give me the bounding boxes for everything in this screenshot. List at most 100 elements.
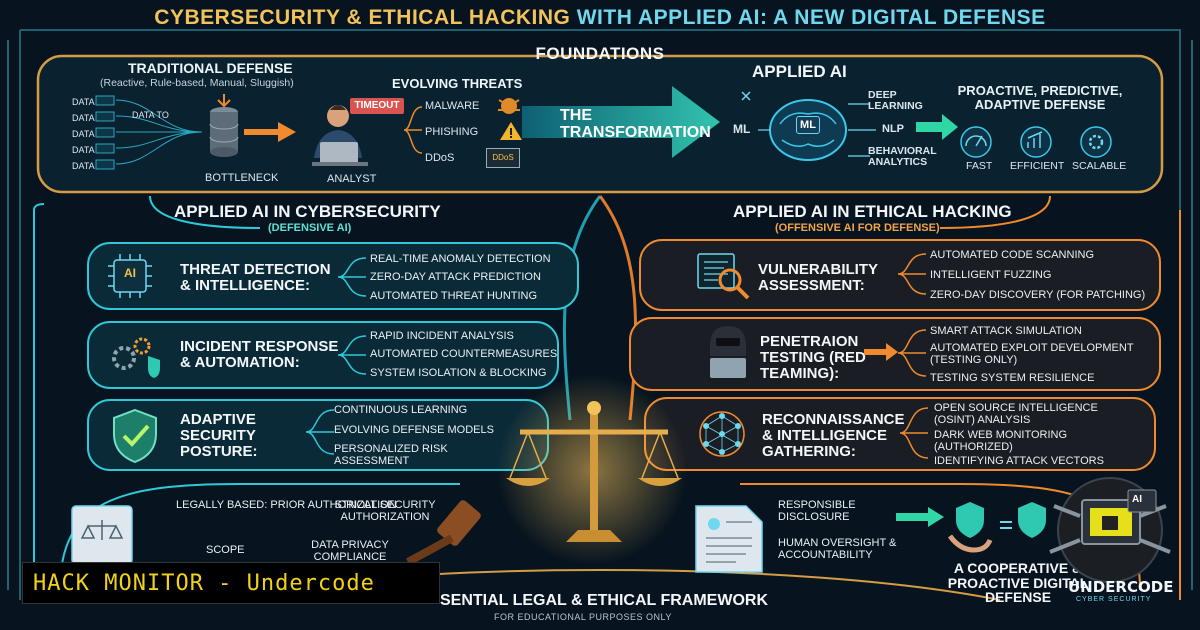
pentest-arrow-icon	[864, 343, 898, 361]
network-icon	[699, 411, 745, 457]
data-to-label: DATA TO	[132, 110, 169, 120]
data-label: DATA	[72, 129, 95, 139]
bullet: AUTOMATED COUNTERMEASURES	[370, 348, 558, 360]
bullet: PERSONALIZED RISK ASSESSMENT	[334, 443, 448, 467]
deep-learning-label: DEEP LEARNING	[868, 89, 923, 113]
bullet: IDENTIFYING ATTACK VECTORS	[934, 455, 1104, 467]
threat-detection-heading: THREAT DETECTION & INTELLIGENCE:	[180, 261, 331, 294]
defensive-subtitle: (DEFENSIVE AI)	[268, 222, 352, 234]
watermark-banner: HACK MONITOR - Undercode	[22, 562, 440, 604]
ai-chip-icon	[108, 254, 152, 298]
educational-disclaimer: FOR EDUCATIONAL PURPOSES ONLY	[494, 612, 672, 622]
legal-security-authorization: STNOLL SECURITY AUTHORIZATION	[334, 499, 436, 523]
applied-ai-title: APPLIED AI	[752, 62, 847, 81]
threat-phishing: PHISHING	[425, 126, 479, 138]
nlp-label: NLP	[882, 123, 904, 135]
proactive-fast: FAST	[966, 160, 993, 172]
legal-arrow-icon	[896, 507, 944, 527]
timeout-badge: TIMEOUT	[350, 98, 404, 114]
clipboard-icon	[71, 505, 133, 564]
bottleneck-label: BOTTLENECK	[205, 172, 279, 184]
proactive-efficient: EFFICIENT	[1010, 160, 1065, 172]
bracket-connector	[899, 407, 929, 459]
bracket-connector	[305, 409, 335, 455]
analyst-label: ANALYST	[327, 173, 377, 185]
pentest-heading: PENETRAION TESTING (RED TEAMING):	[760, 333, 866, 382]
bullet: OPEN SOURCE INTELLIGENCE (OSINT) ANALYSI…	[934, 402, 1098, 426]
recon-heading: RECONNAISSANCE & INTELLIGENCE GATHERING:	[762, 411, 905, 460]
legal-responsible-disclosure: RESPONSIBLE DISCLOSURE	[778, 499, 856, 523]
legal-data-privacy: DATA PRIVACY COMPLIANCE	[311, 539, 389, 563]
bullet: SMART ATTACK SIMULATION	[930, 325, 1082, 337]
analyst-icon	[312, 105, 368, 166]
magnifier-icon	[697, 253, 750, 300]
bracket-connector	[897, 329, 927, 377]
bullet: DARK WEB MONITORING (AUTHORIZED)	[934, 429, 1068, 453]
bullet: AUTOMATED THREAT HUNTING	[370, 290, 538, 302]
traditional-title: TRADITIONAL DEFENSE	[128, 60, 293, 76]
legal-scope: SCOPE	[206, 544, 245, 556]
ml-left-label: ML	[733, 122, 751, 136]
bullet: TESTING SYSTEM RESILIENCE	[930, 372, 1095, 384]
data-label: DATA	[72, 145, 95, 155]
incident-response-heading: INCIDENT RESPONSE & AUTOMATION:	[180, 338, 339, 371]
bracket-connector	[337, 335, 367, 375]
ai-chip-label: AI	[124, 266, 136, 280]
bracket-connector	[337, 257, 367, 297]
bullet: AUTOMATED CODE SCANNING	[930, 249, 1094, 261]
badge-brand: UNDERCODE	[1068, 578, 1174, 596]
foundations-heading: FOUNDATIONS	[535, 44, 665, 63]
offensive-title: APPLIED AI IN ETHICAL HACKING	[733, 202, 1012, 221]
page-title: CYBERSECURITY & ETHICAL HACKING WITH APP…	[0, 6, 1200, 30]
gears-shield-icon	[112, 337, 160, 378]
bottleneck-graphic	[95, 94, 296, 170]
title-part1: CYBERSECURITY & ETHICAL HACKING	[154, 6, 571, 29]
bullet: RAPID INCIDENT ANALYSIS	[370, 330, 514, 342]
scales-of-justice-icon	[506, 401, 682, 542]
defensive-title: APPLIED AI IN CYBERSECURITY	[174, 202, 441, 221]
warning-icon	[500, 122, 522, 140]
speedometer-icon	[960, 126, 992, 158]
bullet: ZERO-DAY DISCOVERY (FOR PATCHING)	[930, 289, 1146, 301]
proactive-icons	[960, 126, 1112, 158]
legal-prior-authorization: LEGALLY BASED: PRIOR AUTHORIZATION	[176, 499, 397, 511]
shield-check-icon	[113, 408, 157, 464]
proactive-title: PROACTIVE, PREDICTIVE, ADAPTIVE DEFENSE	[957, 83, 1123, 113]
transformation-arrow-icon	[522, 86, 720, 158]
bullet: EVOLVING DEFENSE MODELS	[334, 424, 494, 436]
threat-connector	[403, 106, 423, 154]
ddos-monitor-icon: DDoS	[486, 148, 520, 168]
offensive-subtitle: (OFFENSIVE AI FOR DEFENSE)	[775, 222, 940, 234]
bullet: ZERO-DAY ATTACK PREDICTION	[370, 271, 541, 283]
threats-title: EVOLVING THREATS	[392, 76, 523, 91]
bullet: AUTOMATED EXPLOIT DEVELOPMENT (TESTING O…	[930, 342, 1134, 366]
gear-icon	[1080, 126, 1112, 158]
hacker-icon	[710, 326, 746, 378]
cooperative-defense-label: A COOPERATIVE & PROACTIVE DIGITAL DEFENS…	[947, 560, 1089, 606]
bullet: CONTINUOUS LEARNING	[334, 404, 468, 416]
proactive-scalable: SCALABLE	[1072, 160, 1127, 172]
bullet: REAL-TIME ANOMALY DETECTION	[370, 253, 551, 265]
title-part2: WITH APPLIED AI: A NEW DIGITAL DEFENSE	[576, 6, 1046, 29]
vulnerability-heading: VULNERABILITY ASSESSMENT:	[758, 261, 878, 294]
legal-framework-title: SENTIAL LEGAL & ETHICAL FRAMEWORK	[440, 592, 768, 609]
applied-ai-arrow-icon	[916, 114, 958, 140]
growth-chart-icon	[1020, 126, 1052, 158]
transformation-text: THE TRANSFORMATION	[560, 107, 711, 141]
badge-brand-sub: CYBER SECURITY	[1076, 596, 1152, 603]
malware-bug-icon	[498, 98, 520, 114]
bullet: SYSTEM ISOLATION & BLOCKING	[370, 367, 547, 379]
data-label: DATA	[72, 113, 95, 123]
document-icon	[695, 505, 763, 573]
data-label: DATA	[72, 161, 95, 171]
bullet: INTELLIGENT FUZZING	[930, 269, 1052, 281]
traditional-subtitle: (Reactive, Rule-based, Manual, Sluggish)	[100, 77, 294, 89]
legal-human-oversight: HUMAN OVERSIGHT & ACCOUNTABILITY	[778, 537, 897, 561]
transformation-label: THE TRANSFORMATION	[560, 107, 711, 142]
data-label: DATA	[72, 97, 95, 107]
database-icon	[209, 94, 239, 157]
gavel-icon	[406, 500, 481, 566]
hands-shield-icon	[947, 502, 1046, 553]
undercode-badge-icon	[1049, 477, 1171, 583]
